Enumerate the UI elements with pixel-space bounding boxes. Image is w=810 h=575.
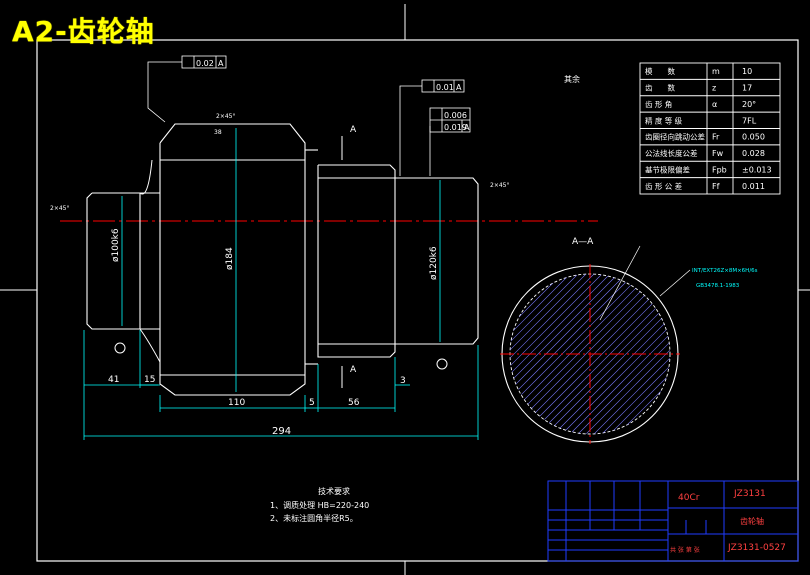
tb-material: 40Cr: [678, 493, 700, 503]
param-name: 齿 数: [645, 83, 675, 93]
tol-cyl-1: 0.006: [444, 111, 467, 120]
datum-circle-right: [436, 358, 448, 370]
param-value: 10: [742, 67, 752, 76]
param-value: 20°: [742, 100, 756, 109]
hatch-line: [510, 274, 581, 434]
hatch-line: [510, 274, 629, 434]
param-name: 齿圈径向跳动公差: [645, 132, 705, 142]
hatch-line: [328, 264, 508, 444]
hatch-line: [583, 274, 670, 434]
dim-l2: 15: [144, 375, 155, 385]
param-value: 7FL: [742, 116, 757, 125]
tol-runout-mid: 0.01: [436, 83, 454, 92]
dim-d2: ø184: [225, 247, 235, 270]
chamfer-left: 2×45°: [50, 205, 69, 212]
dim-r1: 38: [214, 129, 222, 136]
section-label-top: A: [350, 125, 357, 135]
param-symbol: Fpb: [712, 165, 727, 174]
tb-code: JZ3131: [733, 489, 766, 499]
param-value: 17: [742, 84, 752, 93]
tol-cyl-2: 0.019: [444, 123, 467, 132]
chamfer-top: 2×45°: [216, 113, 235, 120]
param-symbol: α: [712, 100, 717, 109]
param-name: 公法线长度公差: [645, 148, 698, 158]
rest-roughness: 其余: [564, 74, 580, 84]
hatch-line: [510, 274, 565, 434]
param-symbol: m: [712, 67, 720, 76]
hatch-line: [510, 274, 597, 434]
hatch-line: [663, 274, 670, 434]
tolerance-frames: [147, 55, 471, 176]
dim-total: 294: [272, 426, 291, 437]
param-name: 齿 形 角: [645, 99, 672, 109]
chamfer-right: 2×45°: [490, 182, 509, 189]
spline-spec-2: GB3478.1-1983: [696, 283, 740, 289]
param-name: 模 数: [645, 66, 675, 76]
hatch-line: [510, 274, 573, 434]
dim-l3: 110: [228, 398, 245, 408]
tech-line2: 2、未标注圆角半径R5。: [270, 513, 358, 523]
dim-l1: 41: [108, 375, 119, 385]
shaft-outline: [86, 123, 479, 396]
param-symbol: Fr: [712, 133, 720, 142]
section-view-label: A—A: [572, 237, 594, 247]
param-name: 齿 形 公 差: [645, 181, 683, 191]
param-value: 0.050: [742, 133, 765, 142]
param-value: 0.011: [742, 182, 765, 191]
param-symbol: z: [712, 84, 716, 93]
tol-runout-top: 0.02: [196, 59, 214, 68]
tol-datum-mid: A: [456, 83, 462, 92]
hatch-line: [510, 274, 517, 434]
param-value: ±0.013: [742, 165, 772, 174]
drawing-frame: [36, 39, 799, 562]
tech-line1: 1、调质处理 HB=220-240: [270, 500, 369, 510]
hatch-line: [320, 264, 500, 444]
hatch-line: [591, 274, 670, 434]
hatch-line: [599, 274, 670, 434]
param-value: 0.028: [742, 149, 765, 158]
dim-d1: ø100k6: [111, 228, 121, 262]
title-block: [547, 480, 799, 562]
section-leader-2: [659, 269, 691, 297]
param-name: 精 度 等 级: [645, 115, 683, 125]
tol-datum-cyl: A: [464, 123, 470, 132]
dim-l6: 3: [400, 376, 406, 386]
dim-l4: 5: [309, 398, 315, 408]
dimension-lines: [83, 128, 479, 440]
section-leader-1: [599, 245, 641, 321]
section-label-bottom: A: [350, 365, 357, 375]
tb-sheet: 共 张 第 张: [670, 546, 700, 554]
hatch-line: [510, 274, 589, 434]
fillet-left-bottom: [139, 328, 161, 363]
tb-name: 齿轮轴: [740, 516, 764, 526]
hatch-line: [510, 274, 525, 434]
param-name: 基节极限偏差: [645, 164, 690, 174]
hatch-line: [680, 264, 810, 444]
fillet-left: [139, 159, 153, 195]
hatch-line: [535, 274, 670, 434]
drawing-title: A2-齿轮轴: [12, 15, 155, 48]
datum-circle-left: [114, 342, 126, 354]
param-symbol: Fw: [712, 149, 724, 158]
dim-l5: 56: [348, 398, 360, 408]
spline-spec-1: INT/EXT26Z×8M×6H/6s: [692, 268, 758, 274]
hatch-line: [672, 264, 810, 444]
tol-datum-top: A: [218, 59, 224, 68]
param-symbol: Ff: [712, 182, 720, 191]
tech-heading: 技术要求: [318, 486, 350, 496]
hatch-line: [607, 274, 670, 434]
dim-d3: ø120k6: [429, 246, 439, 280]
tb-drawing-no: JZ3131-0527: [727, 543, 786, 553]
